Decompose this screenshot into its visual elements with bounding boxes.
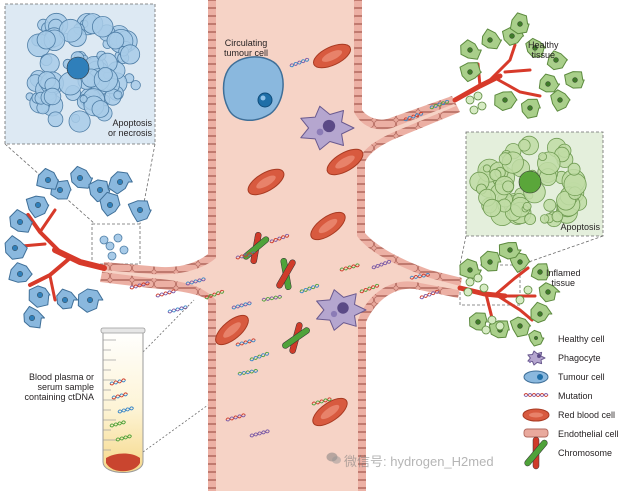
- tumour-tissue: [4, 165, 152, 329]
- label-inflamed-tissue: Inflamed tissue: [546, 268, 581, 288]
- tube-graduations: [103, 339, 116, 451]
- tube-dna-fragments: [109, 378, 134, 442]
- sample-projection-lines: [142, 299, 209, 453]
- apoptotic-tumour-cell-cluster: [25, 12, 141, 133]
- label-blood-sample: Blood plasma or serum sample containing …: [24, 372, 94, 402]
- blood-vessel: [100, 0, 462, 491]
- inflamed-tissue: [459, 242, 561, 339]
- red-blood-cell-icon: [520, 406, 554, 424]
- legend-label: Phagocyte: [558, 353, 601, 363]
- legend-icons: [522, 329, 550, 470]
- legend-label: Tumour cell: [558, 372, 605, 382]
- label-apoptosis: Apoptosis: [560, 222, 600, 232]
- watermark: 微信号: hydrogen_H2med: [344, 454, 494, 469]
- chromosome-icon: [520, 444, 554, 462]
- phagocytes: [300, 105, 367, 331]
- dna-fragments: [129, 57, 450, 438]
- chromosomes: [242, 231, 310, 354]
- label-circulating-tumour-cell: Circulating tumour cell: [224, 38, 269, 58]
- dna-mutation-icon: [520, 387, 554, 405]
- legend-item-healthy-cell: Healthy cell: [520, 330, 640, 348]
- blood-sample-tube: [100, 327, 146, 473]
- label-apoptosis-necrosis: Apoptosis or necrosis: [107, 118, 152, 138]
- phagocyte-icon: [520, 349, 554, 367]
- legend-item-chromosome: Chromosome: [520, 444, 640, 462]
- wechat-icon: [326, 452, 341, 464]
- apoptotic-healthy-cell-cluster: [469, 135, 588, 228]
- legend-label: Red blood cell: [558, 410, 616, 420]
- circulating-tumour-cell: [222, 56, 284, 121]
- tumour-cell-icon: [520, 368, 554, 386]
- legend-item-mutation: Mutation: [520, 387, 640, 405]
- healthy-tissue: [459, 12, 585, 119]
- legend-label: Healthy cell: [558, 334, 605, 344]
- red-blood-cells: [215, 43, 364, 427]
- tumour-capillaries: [20, 208, 107, 302]
- legend-label: Endothelial cell: [558, 429, 619, 439]
- legend-item-tumour-cell: Tumour cell: [520, 368, 640, 386]
- legend-label: Mutation: [558, 391, 593, 401]
- legend-label: Chromosome: [558, 448, 613, 458]
- endothelial-cell-icon: [520, 425, 554, 443]
- legend-item-phagocyte: Phagocyte: [520, 349, 640, 367]
- legend-item-endothelial-cell: Endothelial cell: [520, 425, 640, 443]
- legend-item-red-blood-cell: Red blood cell: [520, 406, 640, 424]
- label-healthy-tissue: Healthy tissue: [528, 40, 559, 60]
- healthy-cell-icon: [520, 330, 554, 348]
